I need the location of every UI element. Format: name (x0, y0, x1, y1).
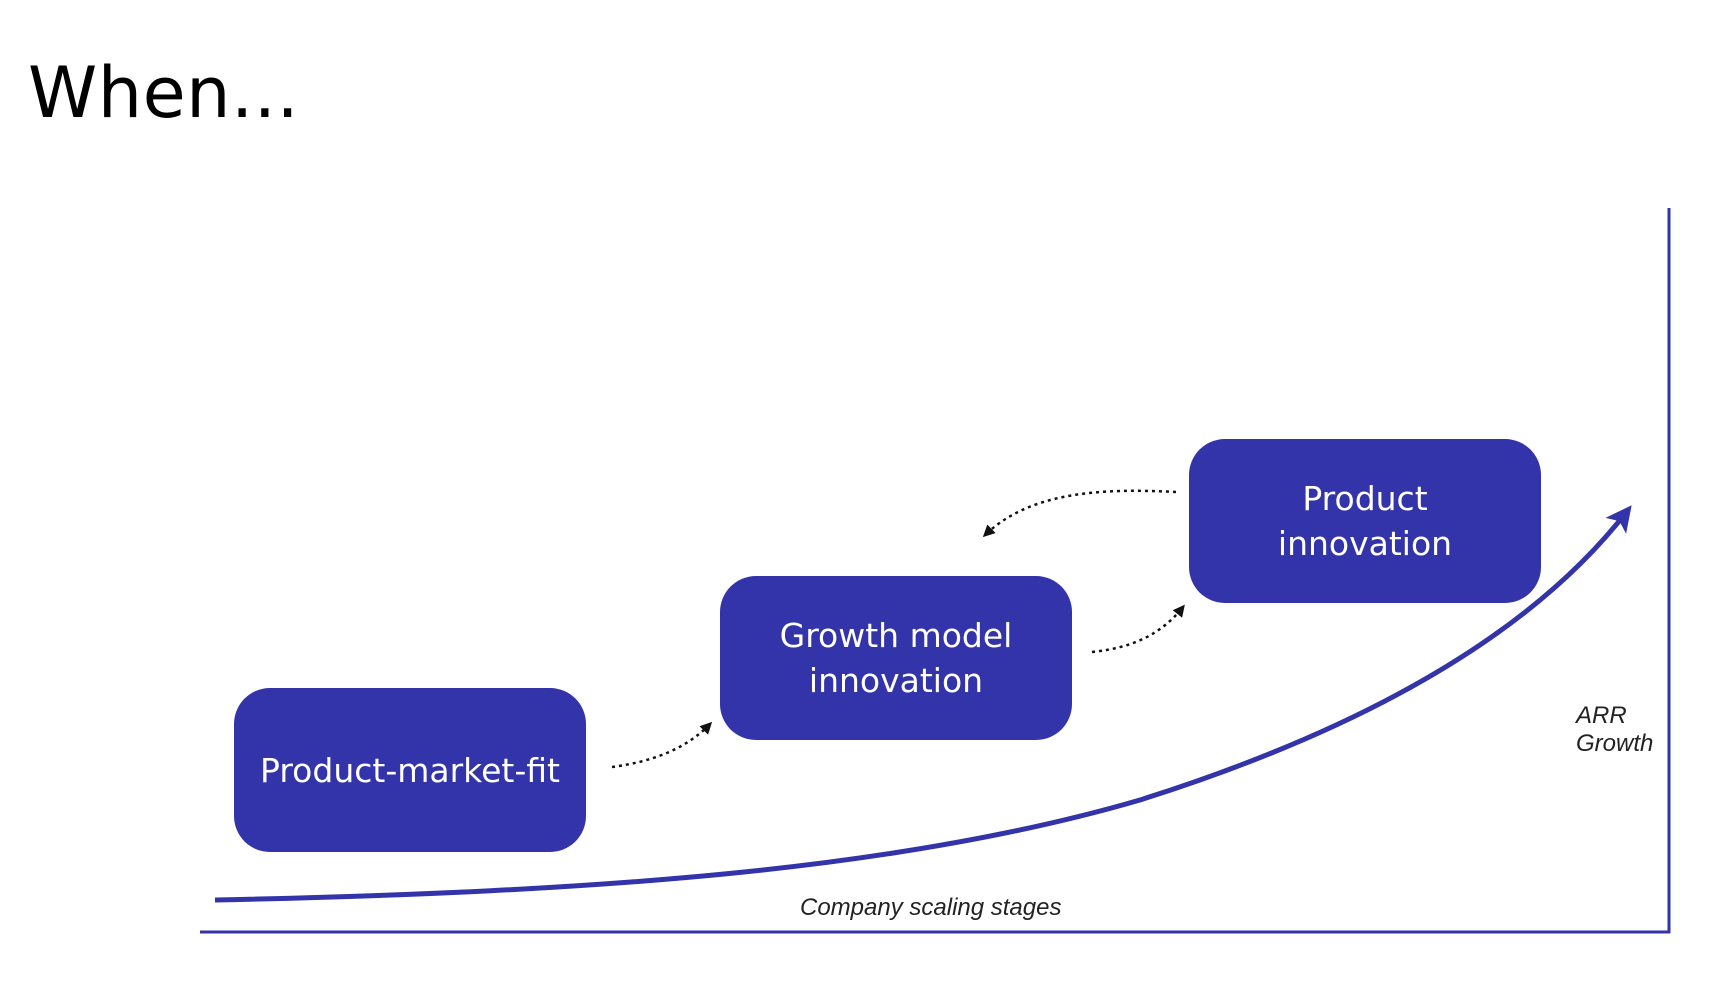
slide-title: When... (28, 52, 300, 134)
arrow-pmf-to-growth (611, 721, 713, 769)
arrow-product-to-growth (982, 489, 1177, 538)
arrow-growth-to-product (1091, 604, 1185, 654)
x-axis-label: Company scaling stages (800, 894, 1062, 921)
y-axis-label: ARR Growth (1576, 702, 1654, 757)
stage-box-product-innovation: Product innovation (1189, 439, 1541, 603)
growth-curve (214, 505, 1632, 903)
stage-box-growth-model-innovation: Growth model innovation (720, 576, 1072, 740)
stage-box-product-market-fit: Product-market-fit (234, 688, 586, 852)
